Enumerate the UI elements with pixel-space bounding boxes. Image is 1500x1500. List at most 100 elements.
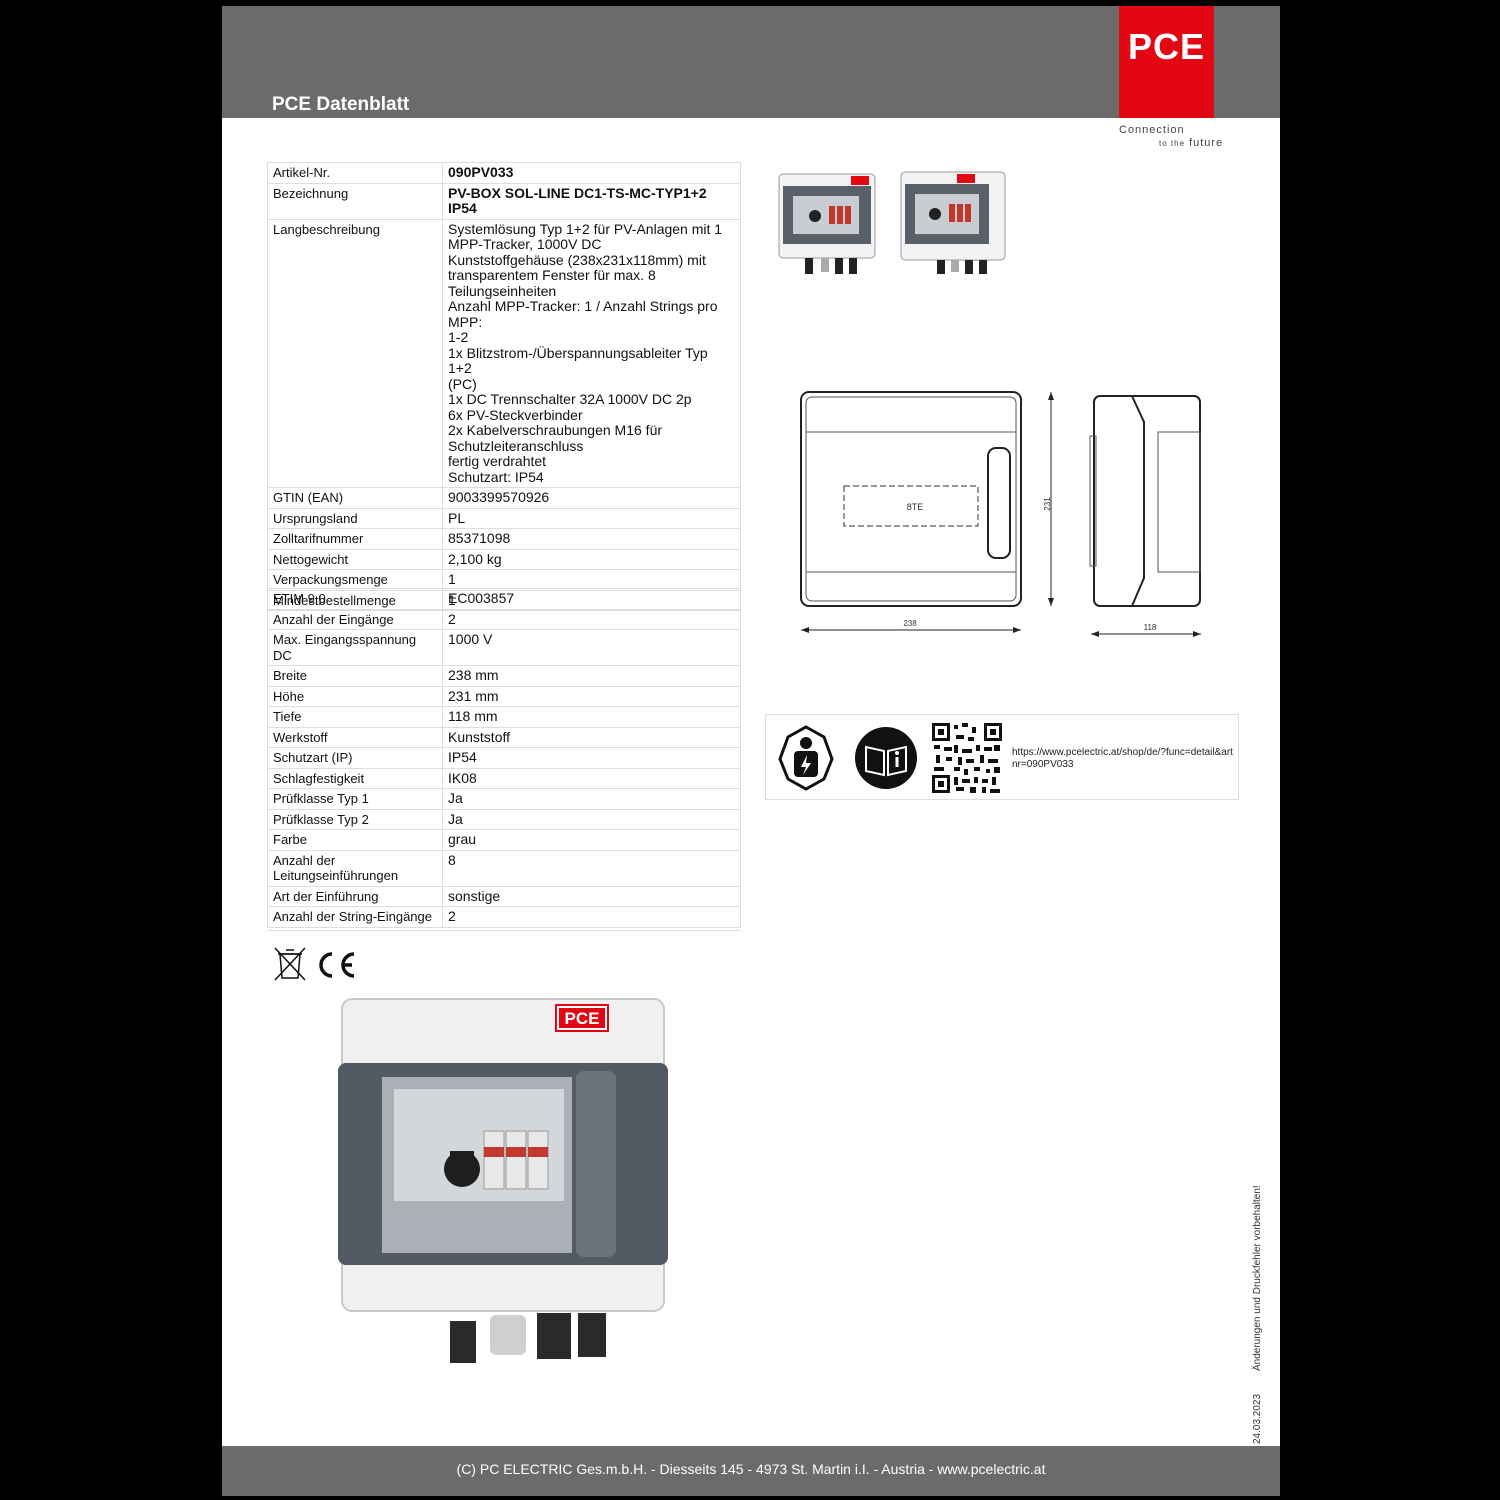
spec-key: Schlagfestigkeit: [267, 767, 443, 789]
thumbnail-front: [778, 173, 876, 274]
spec-value: 8: [442, 849, 741, 887]
page-header: PCE Datenblatt PCE: [222, 6, 1280, 118]
pce-logo: PCE: [1119, 6, 1214, 118]
datasheet-page: PCE Datenblatt PCE Connection to the fut…: [220, 4, 1282, 1498]
table-row: GTIN (EAN)9003399570926: [267, 487, 741, 509]
spec-value: 090PV033: [442, 162, 741, 184]
spec-value: grau: [442, 829, 741, 851]
weee-icon: [274, 947, 306, 981]
spec-key: Artikel-Nr.: [267, 162, 443, 184]
spec-value: Kunststoff: [442, 726, 741, 748]
spec-value: PV-BOX SOL-LINE DC1-TS-MC-TYP1+2 IP54: [442, 182, 741, 220]
spec-key: Tiefe: [267, 706, 443, 728]
spec-key: Langbeschreibung: [267, 218, 443, 488]
side-note: 24.03.2023 Änderungen und Druckfehler vo…: [1252, 1185, 1268, 1446]
product-thumbnails: [777, 166, 1017, 286]
spec-value: IP54: [442, 747, 741, 769]
spec-value: 9003399570926: [442, 487, 741, 509]
spec-key: Nettogewicht: [267, 548, 443, 570]
table-row: Schutzart (IP)IP54: [267, 747, 741, 769]
page-title: PCE Datenblatt: [272, 94, 410, 115]
spec-key: Ursprungsland: [267, 507, 443, 529]
spec-key: Anzahl der String-Eingänge: [267, 906, 443, 928]
dimension-drawing: 8TE 231 238 118: [782, 382, 1212, 644]
qr-code-icon: [932, 723, 1002, 793]
spec-value: 2: [442, 608, 741, 630]
spec-value: 231 mm: [442, 685, 741, 707]
side-note-text: Änderungen und Druckfehler vorbehalten!: [1252, 1185, 1263, 1371]
spec-key: Prüfklasse Typ 1: [267, 788, 443, 810]
spec-key: Anzahl der Leitungseinführungen: [267, 849, 443, 887]
spec-value: 1: [442, 569, 741, 591]
spec-value: sonstige: [442, 885, 741, 907]
spec-value: Ja: [442, 788, 741, 810]
drawing-width-label: 238: [903, 619, 917, 628]
ce-mark-icon: [319, 952, 355, 978]
side-note-date: 24.03.2023: [1252, 1393, 1263, 1444]
spec-key: Höhe: [267, 685, 443, 707]
spec-key: Breite: [267, 665, 443, 687]
spec-value: EC003857: [442, 588, 741, 610]
spec-value: Systemlösung Typ 1+2 für PV-Anlagen mit …: [442, 218, 741, 488]
product-url[interactable]: https://www.pcelectric.at/shop/de/?func=…: [1012, 747, 1233, 770]
product-photo: PCE: [332, 991, 672, 1376]
spec-value: 118 mm: [442, 706, 741, 728]
electrician-icon: [778, 725, 834, 791]
drawing-depth-label: 118: [1144, 623, 1157, 632]
tagline-future: future: [1189, 137, 1224, 149]
manual-info-icon: [855, 727, 917, 789]
photo-logo-text: PCE: [565, 1009, 600, 1028]
spec-value: 238 mm: [442, 665, 741, 687]
spec-key: GTIN (EAN): [267, 487, 443, 509]
spec-value: 2: [442, 906, 741, 928]
spec-value: 2,100 kg: [442, 548, 741, 570]
drawing-te-label: 8TE: [907, 502, 924, 512]
info-box: https://www.pcelectric.at/shop/de/?func=…: [765, 714, 1239, 800]
spec-key: Farbe: [267, 829, 443, 851]
spec-key: Zolltarifnummer: [267, 528, 443, 550]
spec-key: Anzahl der Eingänge: [267, 608, 443, 630]
spec-key: Max. Eingangsspannung DC: [267, 629, 443, 666]
spec-value: IK08: [442, 767, 741, 789]
spec-key: Schutzart (IP): [267, 747, 443, 769]
spec-key: Werkstoff: [267, 726, 443, 748]
page-footer: (C) PC ELECTRIC Ges.m.b.H. - Diesseits 1…: [222, 1446, 1280, 1496]
tagline-line2: to the future: [1159, 137, 1223, 149]
spec-value: PL: [442, 507, 741, 529]
tagline-line1: Connection: [1119, 124, 1185, 136]
compliance-symbols: [272, 946, 362, 982]
spec-key: ETIM 9.0: [267, 588, 443, 610]
thumbnail-angle: [900, 171, 1006, 274]
spec-key: Verpackungsmenge: [267, 569, 443, 591]
divider: [267, 930, 741, 931]
table-row: Artikel-Nr.090PV033: [267, 162, 741, 184]
spec-value: 85371098: [442, 528, 741, 550]
drawing-height-label: 231: [1043, 497, 1052, 511]
spec-value: Ja: [442, 808, 741, 830]
tagline-small: to the: [1159, 139, 1186, 148]
spec-key: Prüfklasse Typ 2: [267, 808, 443, 830]
spec-key: Art der Einführung: [267, 885, 443, 907]
spec-value: 1000 V: [442, 629, 741, 666]
